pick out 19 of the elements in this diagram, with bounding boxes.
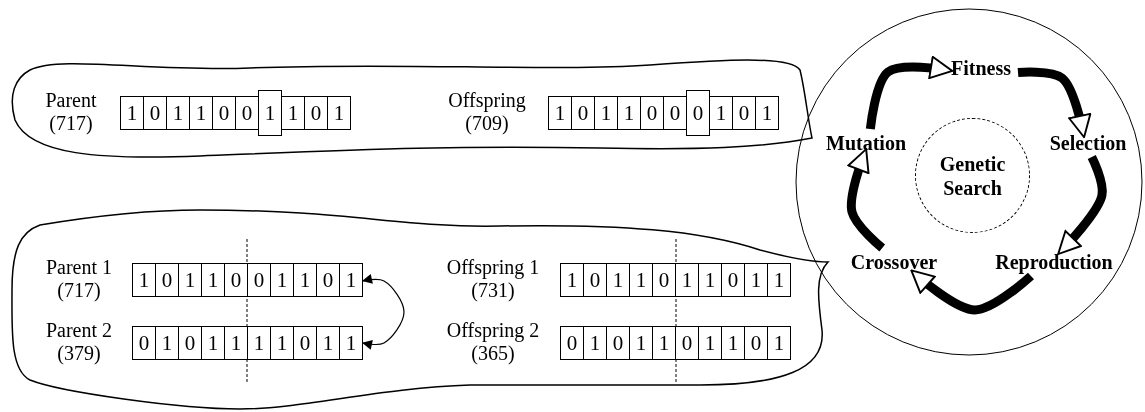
arrow [846,148,886,252]
step-label: Reproduction [978,248,1130,276]
string-label: Offspring 1 (731) [445,256,541,302]
arrow [1017,67,1092,139]
step-label: Crossover [838,248,950,276]
bit-cell: 1 [258,90,282,136]
arrow [910,269,1034,315]
arrow [865,55,954,130]
string-label: Offspring 2 (365) [445,319,541,365]
string-label: Parent 1 (717) [44,256,114,302]
string-label: Offspring (709) [447,89,527,135]
step-label: Mutation [814,129,918,157]
step-label: Fitness [944,54,1018,82]
arrow [362,274,405,350]
bit-cell: 0 [686,90,710,136]
string-label: Parent (717) [44,89,98,135]
string-label: Parent 2 (379) [44,319,114,365]
arrow [1057,155,1107,256]
step-label: Selection [1034,129,1142,157]
